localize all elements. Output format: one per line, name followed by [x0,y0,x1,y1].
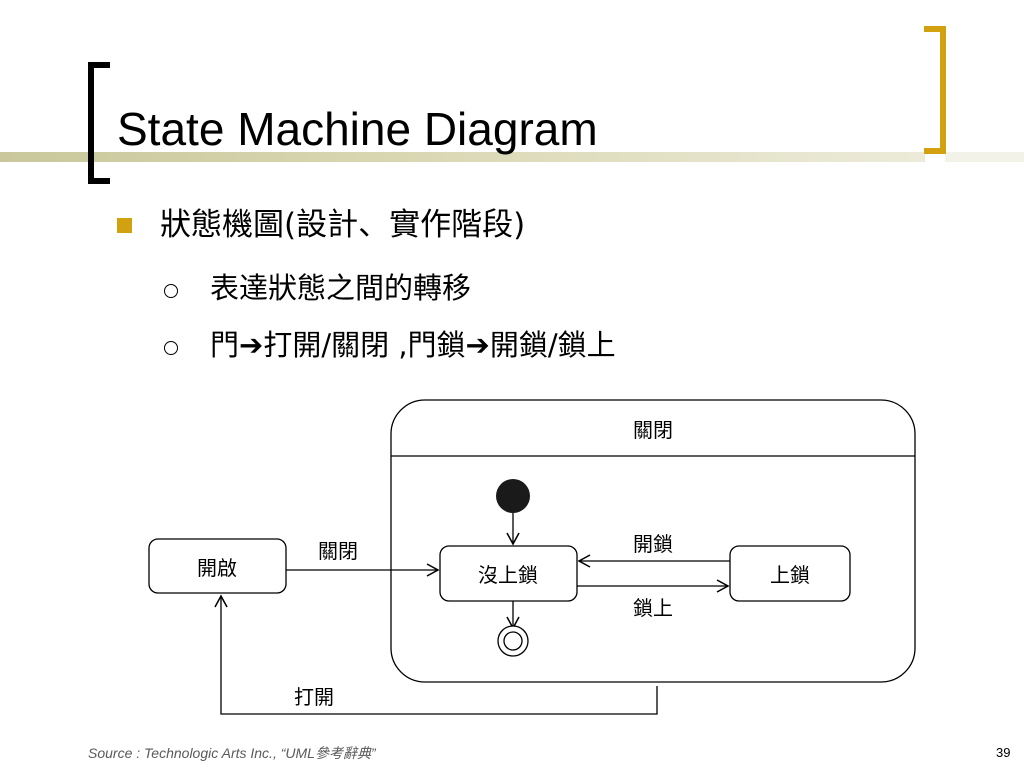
page-number: 39 [996,745,1011,760]
right-arrow-icon: ➔ [239,328,264,362]
bullet-text-level2-transitions: 門➔打開/關閉 ,門鎖➔開鎖/鎖上 [210,325,616,365]
state-open-label: 開啟 [197,556,237,580]
circle-bullet-icon [164,341,178,355]
state-locked-label: 上鎖 [770,563,810,587]
door-text: 門 [210,328,240,362]
initial-state-node [496,479,530,513]
state-locked [729,545,851,602]
circle-bullet-icon [164,284,178,298]
right-bracket-decoration [924,26,946,154]
state-unlocked-label: 沒上鎖 [478,563,538,587]
transition-open-label: 打開 [294,685,334,709]
state-open [148,538,287,594]
right-arrow-icon: ➔ [465,328,490,362]
left-bracket-decoration [88,62,110,184]
transition-lock-label: 鎖上 [633,596,673,620]
final-state-inner-ring [503,631,523,651]
composite-state-label: 關閉 [633,418,673,442]
title-underline-rule [0,152,925,162]
transition-unlock-label: 開鎖 [633,532,673,556]
door-actions-text: 打開/關閉 ,門鎖 [263,328,466,362]
square-bullet-icon [117,218,132,233]
lock-actions-text: 開鎖/鎖上 [489,328,616,362]
bullet-text-level1: 狀態機圖(設計、實作階段) [160,207,526,243]
transition-close-label: 關閉 [318,539,358,563]
bullet-text-level2: 表達狀態之間的轉移 [210,271,472,305]
title-underline-rule-end [945,152,1024,162]
slide-title: State Machine Diagram [117,103,598,155]
transition-open-arrow [214,594,658,715]
state-unlocked [439,545,578,602]
composite-state-closed [390,399,916,683]
source-citation: Source : Technologic Arts Inc., “UML參考辭典… [88,745,376,761]
